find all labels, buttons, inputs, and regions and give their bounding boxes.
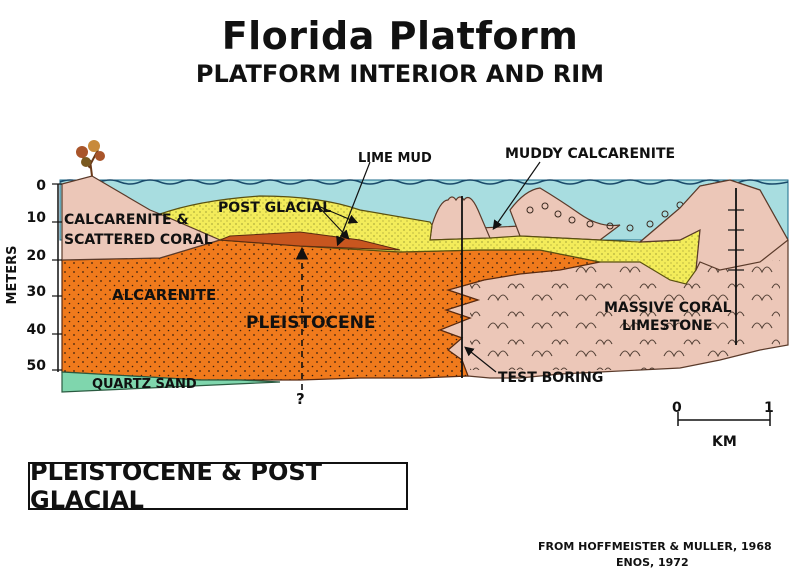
page-subtitle: PLATFORM INTERIOR AND RIM [195,60,605,88]
label-question: ? [296,390,305,408]
label-test-boring: TEST BORING [498,370,603,386]
label-massive-coral-1: MASSIVE CORAL [604,300,732,316]
depth-tick-10: 10 [27,210,47,226]
scale-unit: KM [712,434,737,450]
depth-tick-30: 30 [27,284,47,300]
depth-tick-0: 0 [36,178,46,194]
label-massive-coral-2: LIMESTONE [622,318,712,334]
label-muddy-calcarenite: MUDDY CALCARENITE [505,146,675,162]
label-pleistocene: PLEISTOCENE [246,313,375,333]
label-alcarenite: ALCARENITE [112,286,216,304]
scale-end: 1 [764,400,774,416]
depth-tick-50: 50 [27,358,47,374]
axis-label: METERS [5,246,20,305]
credit-line-1: FROM HOFFMEISTER & MULLER, 1968 [538,540,772,553]
depth-tick-20: 20 [27,248,47,264]
credit-line-2: ENOS, 1972 [616,556,689,569]
coral-rim-mass [638,179,789,271]
label-quartz-sand: QUARTZ SAND [92,377,197,392]
calcarenite-layer [61,175,222,261]
legend-box: PLEISTOCENE & POST GLACIAL [28,458,408,514]
label-calcarenite-1: CALCARENITE & [64,212,189,228]
reef-mound [429,196,491,241]
label-calcarenite-2: SCATTERED CORAL [64,232,213,248]
label-post-glacial: POST GLACIAL [218,200,331,216]
page-title: Florida Platform [221,14,579,58]
depth-tick-40: 40 [27,322,47,338]
scale-start: 0 [672,400,682,416]
depth-ticks [52,183,62,371]
label-lime-mud: LIME MUD [358,151,432,166]
tree-icon [76,140,105,177]
quartz-sand-layer [61,371,281,393]
